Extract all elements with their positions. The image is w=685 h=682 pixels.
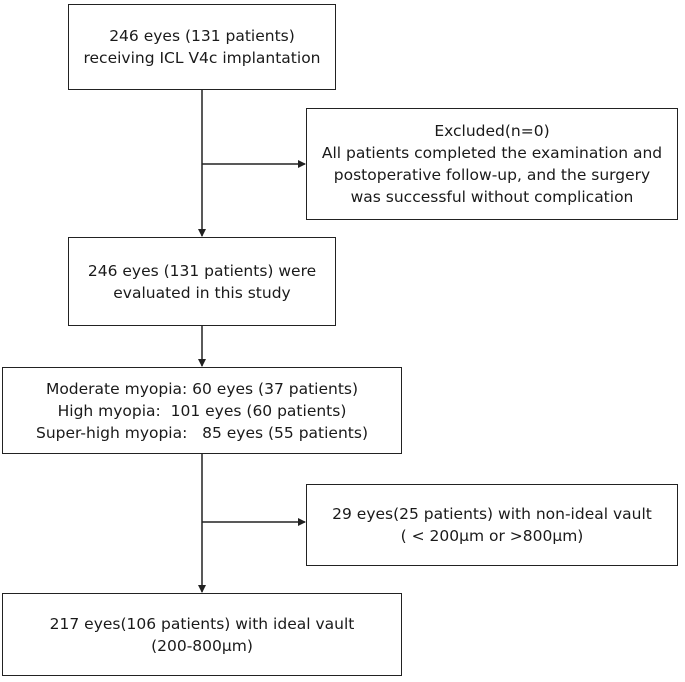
ideal-line-2: (200-800μm)	[151, 636, 253, 655]
ideal-line-1: 217 eyes(106 patients) with ideal vault	[49, 614, 355, 633]
enrolled-line-1: 246 eyes (131 patients)	[109, 27, 295, 45]
excluded-line-2: All patients completed the examination a…	[321, 144, 663, 162]
enrolled-line-2: receiving ICL V4c implantation	[83, 49, 321, 67]
ideal-vault-box: 217 eyes(106 patients) with ideal vault …	[2, 593, 402, 676]
excluded-line-3: postoperative follow-up, and the surgery	[333, 166, 651, 184]
excluded-box: Excluded(n=0) All patients completed the…	[306, 108, 678, 220]
enrolled-box: 246 eyes (131 patients) receiving ICL V4…	[68, 4, 336, 90]
groups-box: Moderate myopia: 60 eyes (37 patients) H…	[2, 367, 402, 454]
evaluated-line-1: 246 eyes (131 patients) were	[87, 261, 317, 280]
groups-line-moderate: Moderate myopia: 60 eyes (37 patients)	[45, 379, 359, 398]
excluded-line-4: was successful without complication	[350, 188, 634, 206]
non-ideal-line-2: ( < 200μm or >800μm)	[400, 527, 584, 545]
groups-line-high: High myopia: 101 eyes (60 patients)	[57, 401, 347, 420]
groups-line-super-high: Super-high myopia: 85 eyes (55 patients)	[35, 423, 368, 442]
evaluated-line-2: evaluated in this study	[113, 283, 291, 302]
non-ideal-vault-box: 29 eyes(25 patients) with non-ideal vaul…	[306, 484, 678, 566]
excluded-line-1: Excluded(n=0)	[434, 122, 550, 140]
evaluated-box: 246 eyes (131 patients) were evaluated i…	[68, 237, 336, 326]
non-ideal-line-1: 29 eyes(25 patients) with non-ideal vaul…	[332, 505, 652, 523]
